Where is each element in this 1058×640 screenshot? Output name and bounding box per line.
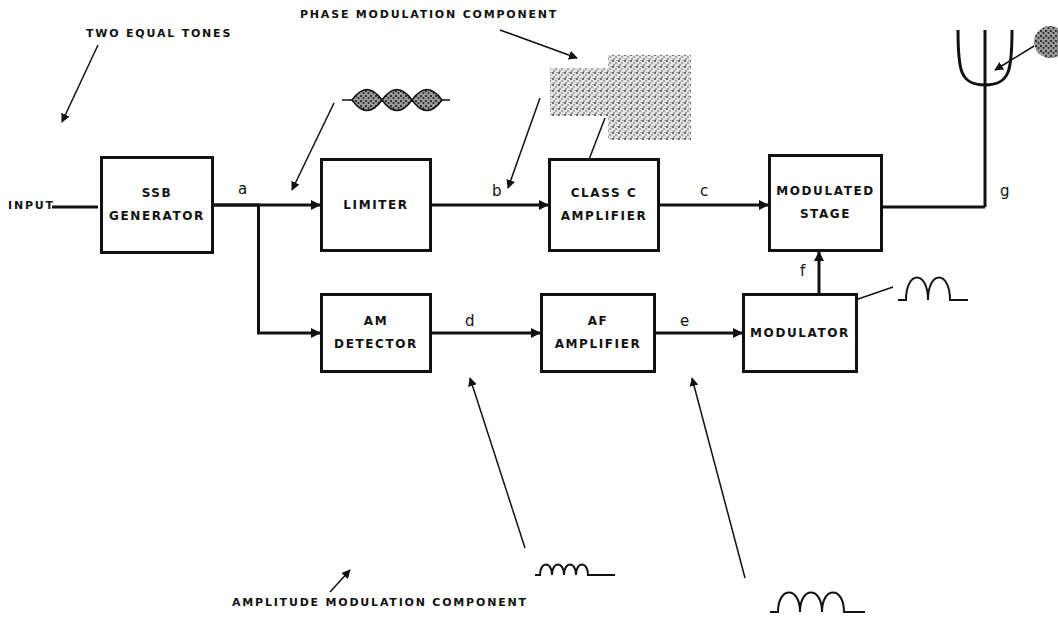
- process-box: AF AMPLIFIER: [540, 293, 656, 373]
- box-text: AM DETECTOR: [328, 310, 424, 356]
- annotation-text: AMPLITUDE MODULATION COMPONENT: [232, 596, 528, 609]
- ssb-waveform: [342, 99, 450, 101]
- box-text: MODULATED STAGE: [776, 180, 875, 226]
- leader-line: [995, 46, 1034, 70]
- signal-connector: [818, 252, 821, 293]
- antenna-symbol: [958, 30, 1012, 207]
- signal-letter: d: [465, 312, 475, 330]
- process-box: AM DETECTOR: [320, 293, 432, 373]
- leader-line: [508, 98, 540, 188]
- box-label: AM DETECTOR: [328, 310, 424, 356]
- amplified-carrier-patch: [608, 55, 691, 140]
- signal-connector: [656, 332, 742, 335]
- box-label: LIMITER: [343, 194, 408, 217]
- process-box: CLASS C AMPLIFIER: [548, 158, 660, 252]
- box-label: SSB GENERATOR: [108, 182, 206, 228]
- annotation-text: INPUT: [8, 199, 55, 212]
- output-line: [880, 206, 985, 209]
- ssb-waveform: [352, 90, 442, 111]
- input-line: [52, 206, 98, 209]
- output-waveform: [1034, 26, 1058, 58]
- signal-letter: f: [800, 262, 805, 280]
- signal-letter: g: [1000, 182, 1010, 200]
- box-text: AF AMPLIFIER: [548, 310, 648, 356]
- signal-connector: [432, 204, 548, 207]
- signal-connector: [432, 332, 540, 335]
- annotation-text: PHASE MODULATION COMPONENT: [300, 8, 558, 21]
- am-component-waveform: [535, 565, 615, 576]
- box-label: MODULATOR: [750, 322, 850, 345]
- process-box: SSB GENERATOR: [100, 156, 214, 254]
- signal-letter: b: [492, 182, 502, 200]
- leader-line: [62, 45, 98, 122]
- signal-letter: c: [700, 182, 708, 200]
- leader-line: [692, 378, 745, 578]
- leader-line: [470, 378, 525, 548]
- signal-letter: a: [238, 180, 247, 198]
- box-text: CLASS C AMPLIFIER: [556, 182, 652, 228]
- box-text: SSB GENERATOR: [108, 182, 206, 228]
- process-box: MODULATOR: [742, 293, 858, 373]
- process-box: LIMITER: [320, 158, 432, 252]
- leader-line: [500, 30, 577, 58]
- leader-line: [330, 570, 350, 592]
- box-label: AF AMPLIFIER: [548, 310, 648, 356]
- box-text: LIMITER: [343, 194, 408, 217]
- box-text: MODULATOR: [750, 322, 850, 345]
- signal-connector: [214, 205, 320, 333]
- signal-connector: [660, 204, 768, 207]
- modulation-waveform: [898, 278, 968, 301]
- box-label: MODULATED STAGE: [776, 180, 875, 226]
- amplified-waveform: [770, 593, 865, 613]
- annotation-text: TWO EQUAL TONES: [86, 27, 232, 40]
- signal-letter: e: [680, 312, 689, 330]
- box-label: CLASS C AMPLIFIER: [556, 182, 652, 228]
- process-box: MODULATED STAGE: [768, 154, 883, 252]
